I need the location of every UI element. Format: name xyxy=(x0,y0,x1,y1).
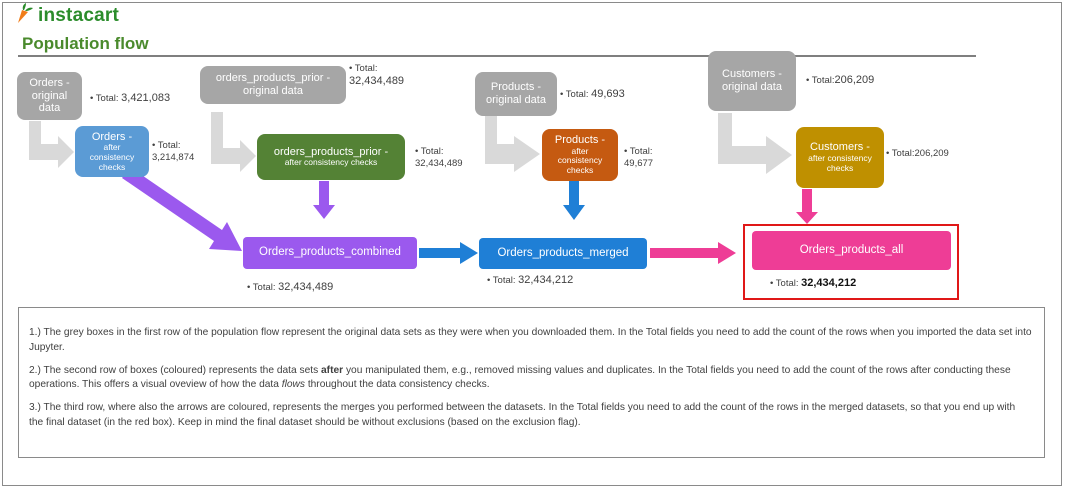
page-title: Population flow xyxy=(22,34,149,53)
total-orders-products-prior-after: • Total:32,434,489 xyxy=(415,146,463,169)
grey-arrow-customers xyxy=(718,113,792,174)
logo-text: instacart xyxy=(38,4,120,26)
pink-down-arrow xyxy=(796,189,818,224)
total-products-after: • Total:49,677 xyxy=(624,146,654,169)
pink-right-arrow xyxy=(650,242,736,264)
total-orders-products-prior-original: • Total:32,434,489 xyxy=(349,63,405,87)
final-dataset-highlight xyxy=(743,224,959,300)
total-orders-products-merged: • Total: 32,434,212 xyxy=(487,274,574,286)
total-orders-products-all: • Total: 32,434,212 xyxy=(770,277,857,289)
box-orders-products-all: Orders_products_all xyxy=(752,231,951,270)
total-orders-original: • Total: 3,421,083 xyxy=(90,92,171,104)
grey-arrow-prior xyxy=(211,112,256,172)
box-orders-products-prior-original: orders_products_prior -original data xyxy=(200,66,346,104)
instructions-box: 1.) The grey boxes in the first row of t… xyxy=(18,307,1045,458)
total-orders-products-combined: • Total: 32,434,489 xyxy=(247,281,334,293)
box-orders-products-merged: Orders_products_merged xyxy=(479,238,647,269)
grey-arrow-orders xyxy=(29,121,74,168)
purple-down-arrow xyxy=(313,181,335,219)
total-products-original: • Total: 49,693 xyxy=(560,88,625,100)
blue-down-arrow xyxy=(563,181,585,220)
box-products-original: Products -original data xyxy=(475,72,557,116)
instruction-2: 2.) The second row of boxes (coloured) r… xyxy=(29,364,1011,391)
total-customers-original: • Total:206,209 xyxy=(806,74,875,86)
box-orders-products-combined: Orders_products_combined xyxy=(243,237,417,269)
box-orders-products-prior-after: orders_products_prior -after consistency… xyxy=(257,134,405,180)
logo: instacart xyxy=(14,2,119,29)
box-customers-original: Customers -original data xyxy=(708,51,796,111)
instruction-3: 3.) The third row, where also the arrows… xyxy=(29,402,1016,428)
total-customers-after: • Total:206,209 xyxy=(886,148,949,159)
title-divider xyxy=(18,55,976,57)
purple-diagonal-arrow xyxy=(122,167,242,251)
total-orders-after: • Total:3,214,874 xyxy=(152,140,195,163)
instruction-1: 1.) The grey boxes in the first row of t… xyxy=(29,327,1032,353)
blue-right-arrow xyxy=(419,242,478,264)
carrot-icon xyxy=(14,2,34,29)
grey-arrow-products xyxy=(485,113,540,172)
